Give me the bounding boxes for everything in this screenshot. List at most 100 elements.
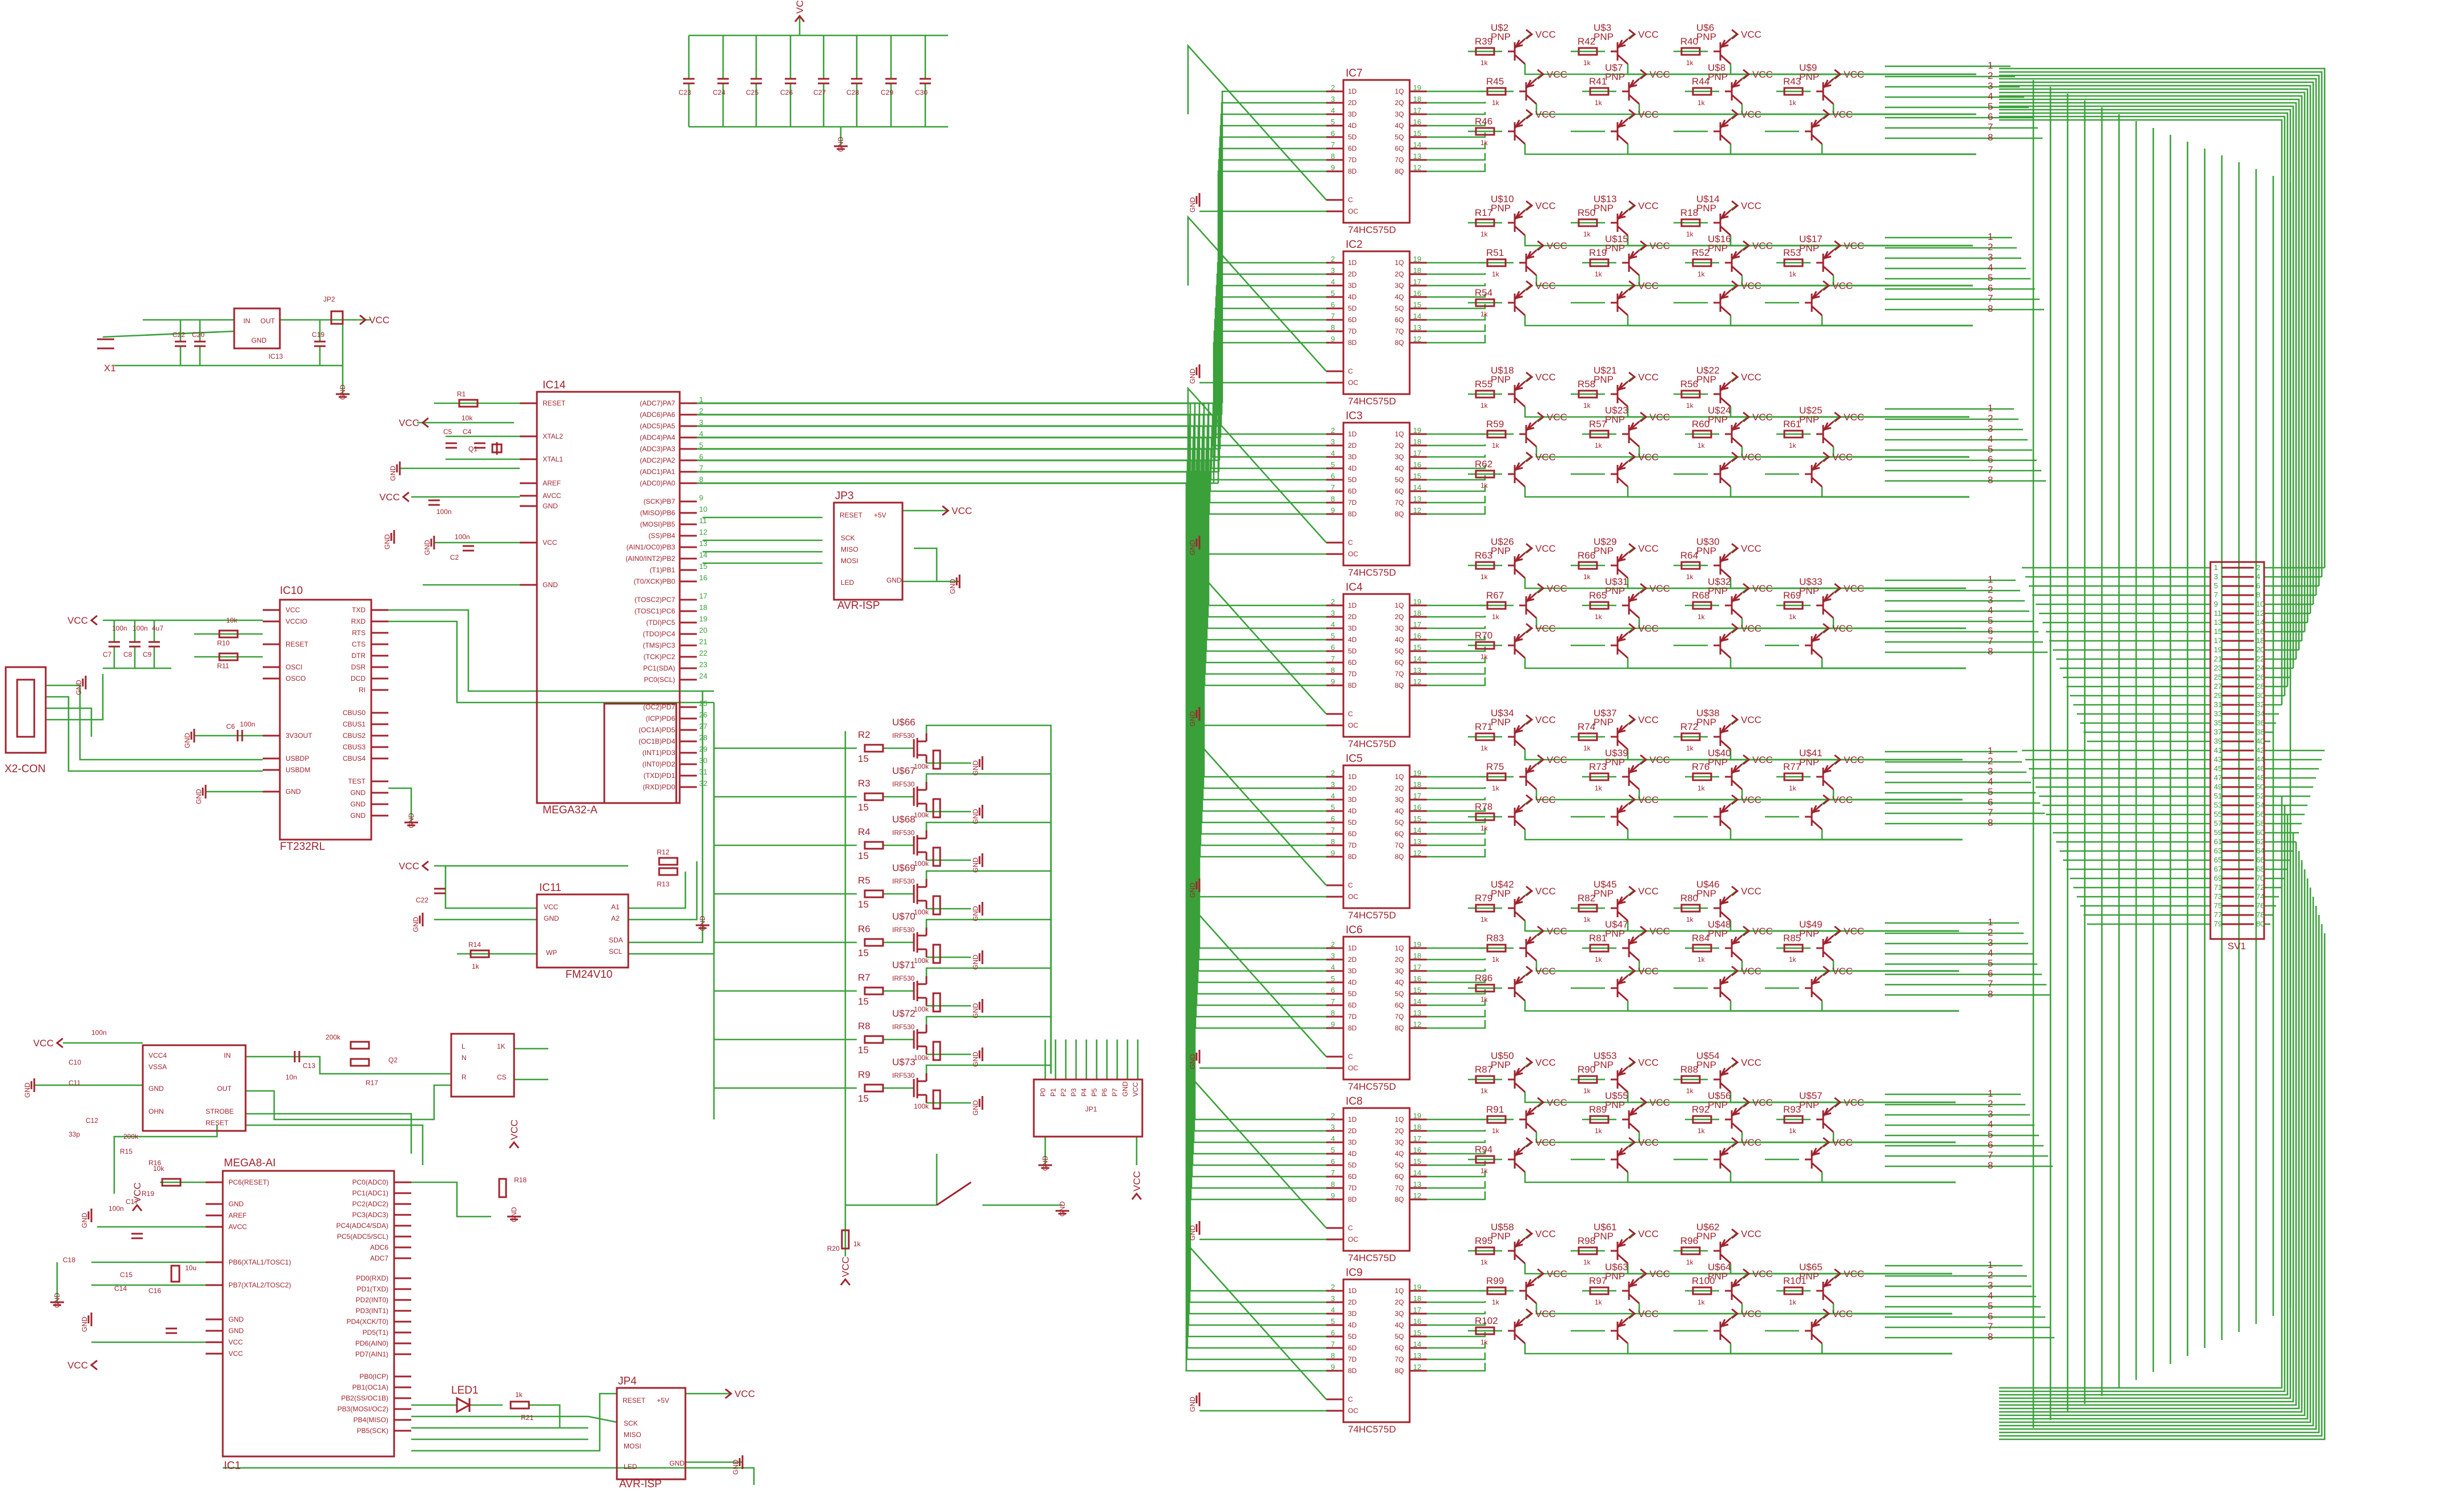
driver-out [1821,1343,1952,1355]
sv1-top-return [1999,115,2286,696]
output-number: 8 [1988,989,1993,1000]
vcc-label: VCC [132,1182,143,1203]
pnp-transistor [1514,1253,1526,1265]
driver-out [1729,749,1963,761]
resistor-value: 1k [1480,230,1488,238]
vcc-arrow [1731,280,1739,291]
pnp-transistor [1811,291,1820,300]
sv1-top-return [1999,95,2303,641]
gnd-label: GND [1189,711,1197,727]
pnp-transistor [1720,134,1731,145]
resistor-name: R18 [1680,207,1698,218]
mcu-lower-pin-label: PD7(AIN1) [355,1350,388,1358]
pnp-transistor [1720,725,1729,734]
output-number: 7 [1988,464,1993,475]
driver-out [1638,104,1976,115]
passive-label: 33p [69,1130,80,1138]
cap-label: C27 [813,89,826,97]
output-number: 5 [1988,1301,1993,1311]
base-resistor [1578,904,1598,913]
jp1-pin: GND [1121,1081,1129,1097]
latch-out-wire [1427,485,1486,492]
latch-out-wire [1427,797,1486,801]
latch-body [1342,1278,1411,1423]
pin-number: 32 [2256,700,2264,709]
bus-wire [1214,319,1326,460]
vcc-arrow [1834,240,1842,251]
driver-out [1741,618,1966,629]
pin-number: 14 [1413,1340,1421,1348]
usb-res-label: 10k [226,616,238,624]
latch-in-label: 4D [1348,978,1357,986]
pin-number: 7 [1331,826,1335,834]
resistor-name: R101 [1783,1275,1807,1286]
latch-ctrl-wire [1187,1071,1327,1229]
vcc-label: VCC [1650,69,1670,80]
pnp-transistor [1720,1067,1729,1077]
vcc-arrow [1731,1057,1739,1068]
mcu-pin-label: (ADC3)PA3 [640,445,675,453]
latch-in-label: 4D [1348,122,1357,130]
crystal-part: Q1 [468,445,477,453]
driver-out [1524,1001,1959,1012]
pin-number: 12 [1413,335,1421,343]
rtc-pin: VSSA [149,1063,167,1071]
pin-number: 41 [2214,746,2222,754]
output-number: 7 [1988,1150,1993,1161]
port-d-group [603,703,677,804]
base-resistor [1578,561,1598,570]
latch-in-label: 7D [1348,841,1357,849]
fet-drain [925,724,1052,1074]
transistor-type: PNP [1696,717,1716,728]
latch-out-wire [1427,828,1486,835]
latch-out-wire [1427,1130,1486,1132]
output-number: 7 [1988,293,1993,304]
latch-value: 74HC575D [1348,224,1396,235]
latch-out-wire [1427,444,1486,447]
vcc-arrow [1628,623,1636,634]
vcc-arrow [1743,1097,1751,1108]
pin-number: 6 [1331,1157,1335,1166]
usb-cap-value: 100n [112,624,127,632]
fet-name: U$73 [892,1057,916,1067]
pin-number: 19 [699,615,707,623]
latch-out-label: 2Q [1395,613,1404,621]
latch-out-label: 8Q [1395,510,1404,518]
vcc-arrow [402,491,410,503]
pin-number: 67 [2214,865,2222,873]
pin-number: 31 [2214,700,2222,709]
mcu-lower-body [222,1170,395,1458]
latch-out-wire [1427,616,1486,618]
pnp-transistor [1628,1122,1640,1133]
vcc-label: VCC [1650,240,1670,251]
vcc-label: VCC [1844,240,1864,251]
latch-out-wire [1427,496,1486,504]
usb-chip-body [279,599,372,841]
pin-number: 7 [1331,483,1335,492]
passive-label: 100n [109,1205,124,1213]
fet-resistor-value: 15 [858,948,869,958]
latch-in-label: 1D [1348,944,1357,952]
fet-gate-resistor [864,792,884,801]
resistor-r19 [161,1178,182,1187]
output-number: 3 [1988,423,1993,434]
sv1-bottom-return [1999,878,2309,1420]
gnd-label: GND [1058,1201,1066,1217]
passive-label: C15 [120,1271,133,1279]
output-number: 5 [1988,444,1993,455]
base-resistor [1680,732,1701,741]
fet-type: IRF530 [892,829,915,837]
pin-number: 16 [1413,632,1421,640]
vcc-arrow [1731,451,1739,463]
vcc-label: VCC [1741,1309,1761,1319]
pnp-transistor [1514,1147,1523,1157]
latch-value: 74HC575D [1348,910,1396,921]
pnp-transistor [1823,779,1834,790]
vcc-label: VCC [1638,1309,1659,1319]
pin-number: 3 [2214,572,2218,581]
latch-out-label: 2Q [1395,270,1404,278]
pin-number: 13 [1413,666,1421,675]
transistor-type: PNP [1491,31,1511,42]
resistor-name: R88 [1680,1064,1698,1075]
pnp-transistor [1514,1239,1523,1248]
